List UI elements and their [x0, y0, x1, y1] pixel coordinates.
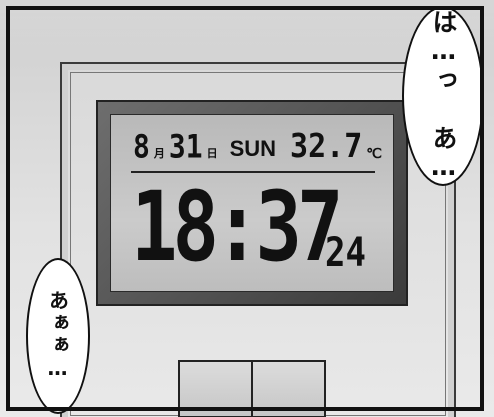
speech-text-top-right: は…っ あ… [429, 9, 458, 183]
lcd-divider [131, 171, 375, 173]
speech-text-bottom-left: あぁぁ… [45, 290, 70, 382]
lcd-bezel: 8 月 31 日 SUN 32.7 ℃ 18:37 24 [96, 100, 408, 306]
lcd-screen: 8 月 31 日 SUN 32.7 ℃ 18:37 24 [110, 114, 394, 292]
speech-bubble-top-right: は…っ あ… [402, 6, 484, 186]
lcd-weekday: SUN [229, 136, 277, 161]
lcd-day-unit: 日 [206, 147, 218, 160]
lcd-month: 8 [133, 127, 150, 166]
lcd-month-unit: 月 [153, 147, 165, 160]
clock-button-right [253, 362, 324, 416]
clock-button-block [178, 360, 326, 417]
lcd-day: 31 [168, 127, 203, 166]
lcd-time: 18:37 [131, 170, 343, 284]
lcd-date-row: 8 月 31 日 SUN 32.7 ℃ [133, 127, 382, 166]
lcd-temperature: 32.7 [290, 127, 363, 166]
clock-button-left [180, 362, 253, 416]
speech-bubble-bottom-left: あぁぁ… [26, 258, 90, 414]
lcd-seconds: 24 [325, 230, 366, 276]
lcd-temperature-unit: ℃ [366, 145, 383, 161]
